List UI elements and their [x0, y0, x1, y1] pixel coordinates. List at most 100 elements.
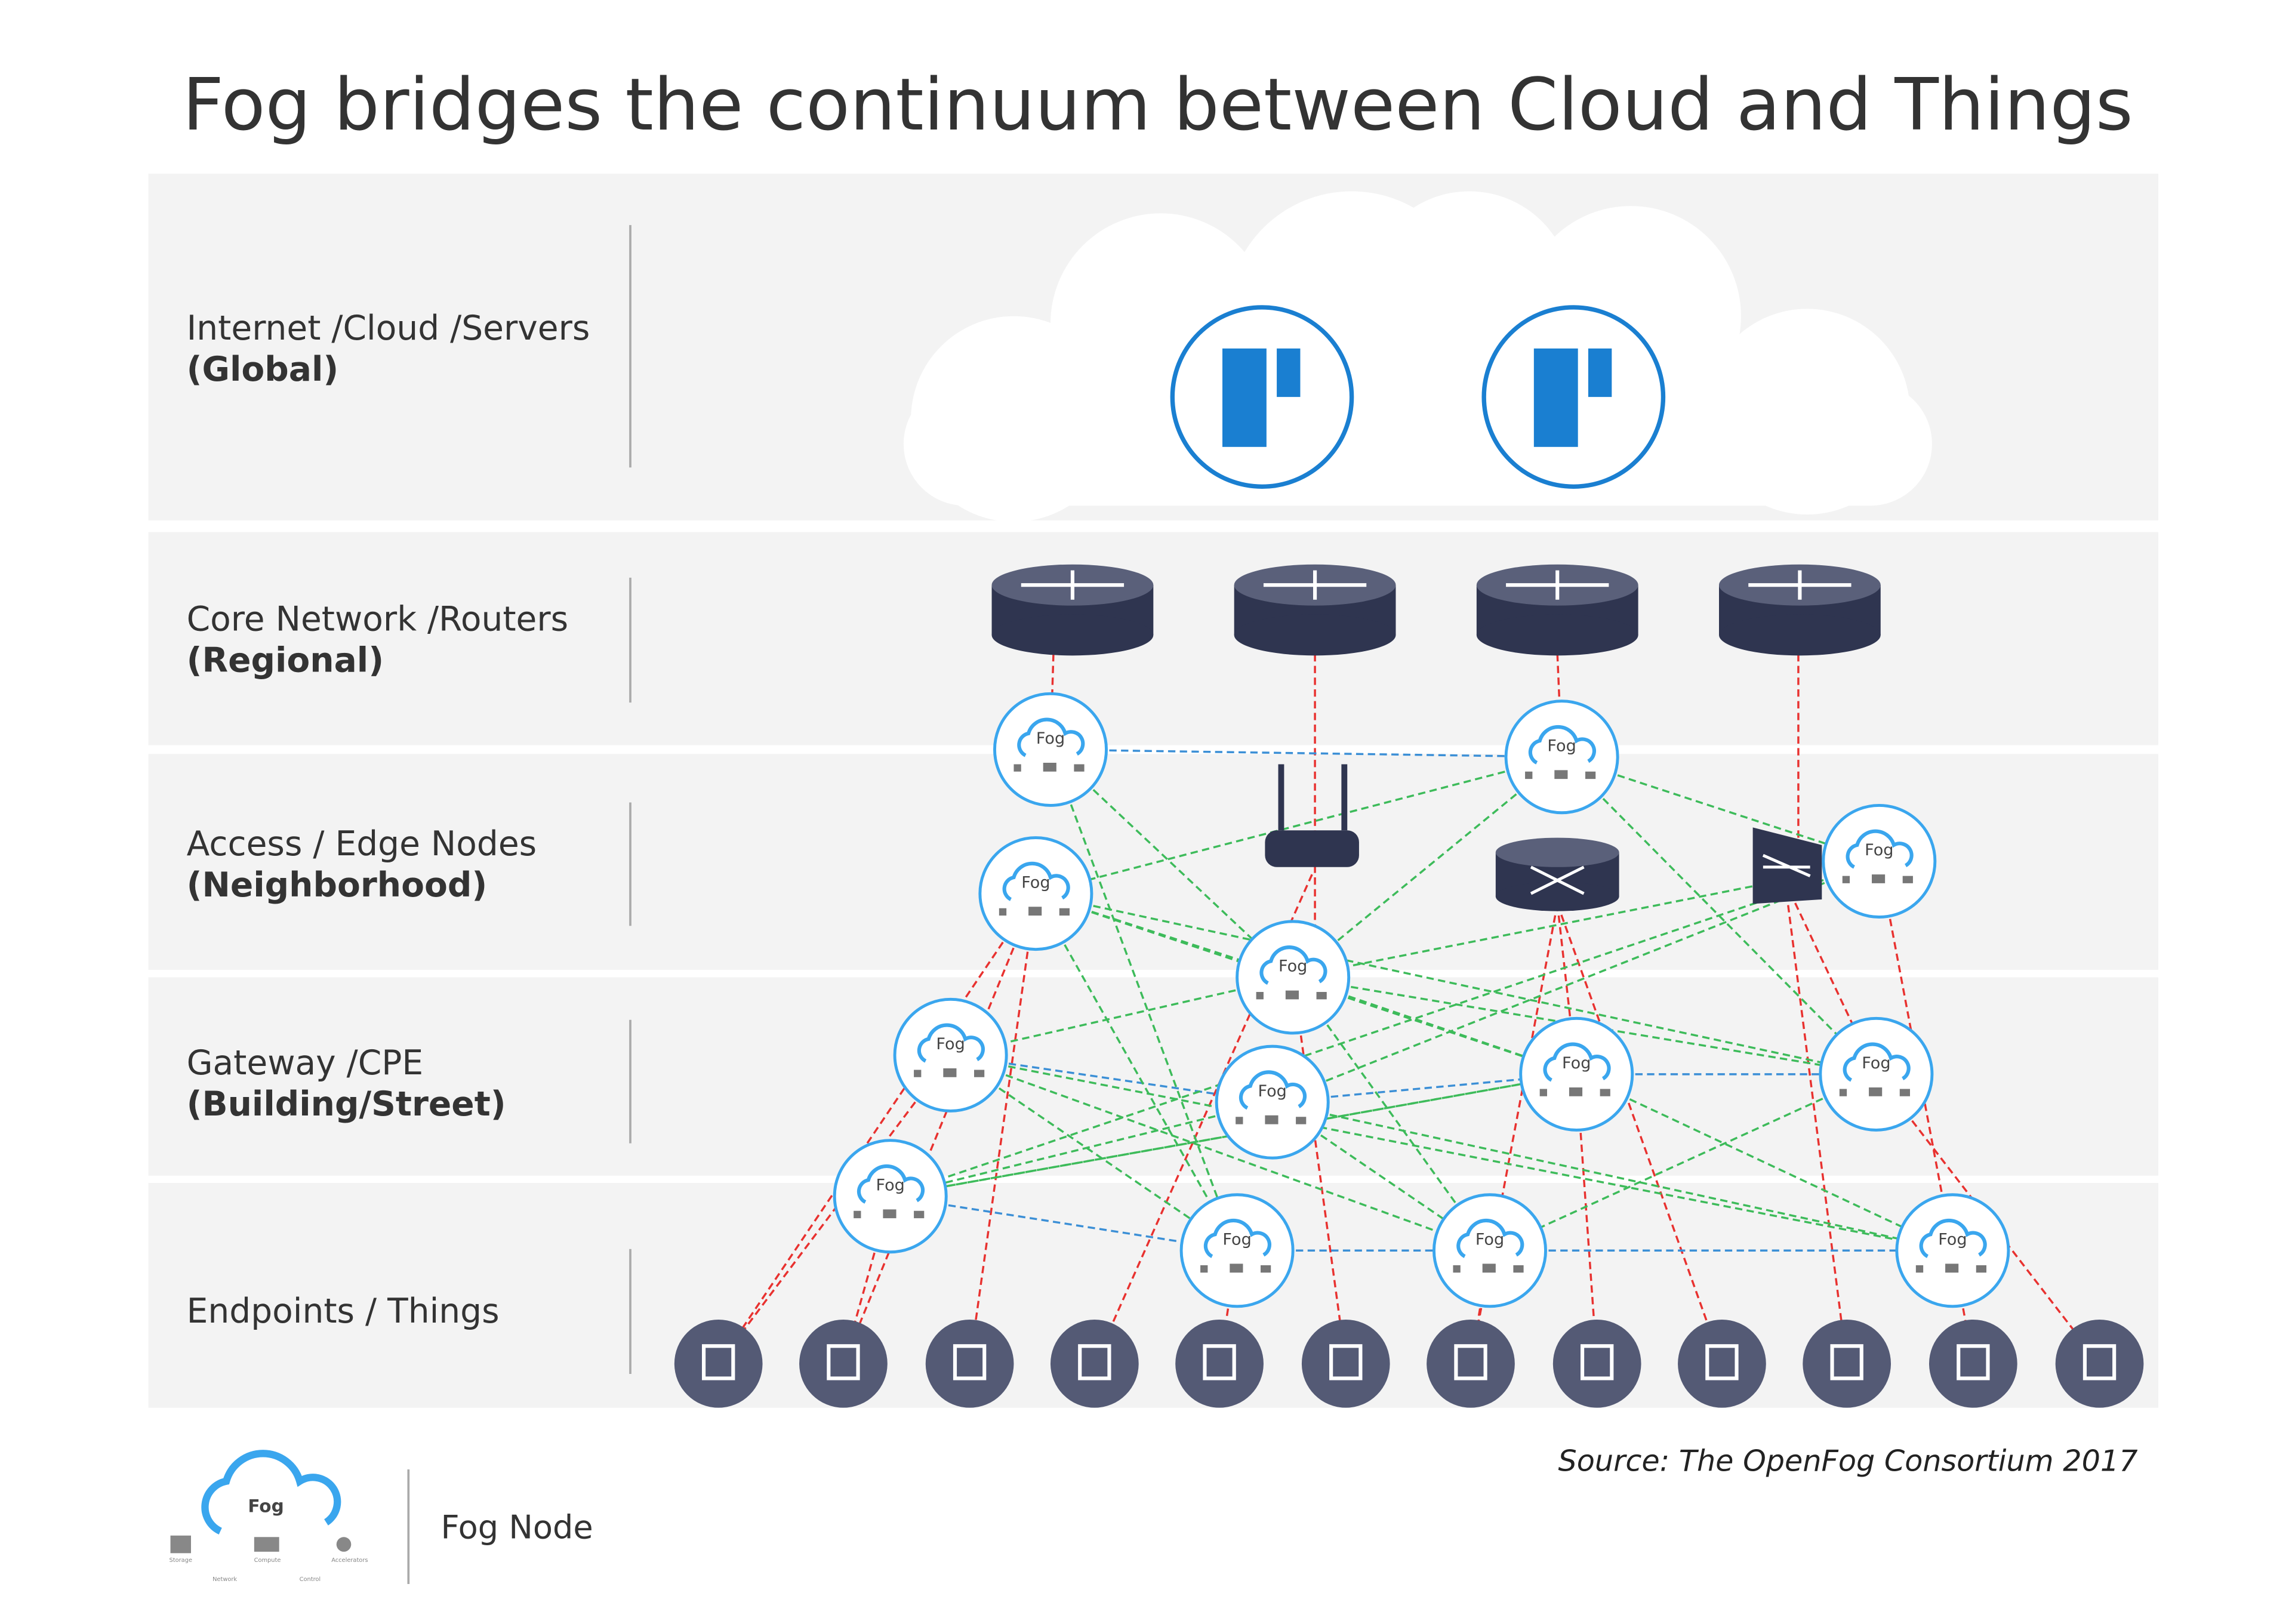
endpoint [1301, 1319, 1390, 1408]
fog-node: Fog [1432, 1193, 1547, 1308]
gauge-icon-glyph [1329, 1344, 1363, 1380]
fog-node-label: Fog [876, 1176, 905, 1194]
cloud-icon [1017, 717, 1085, 757]
source-note: Source: The OpenFog Consortium 2017 [1558, 1443, 2138, 1478]
fog-node-label: Fog [1036, 729, 1065, 748]
router-arrows-icon [1263, 570, 1367, 600]
cloud-icon [1528, 725, 1596, 765]
router [1719, 564, 1881, 656]
security-camera-icon [1552, 1319, 1641, 1408]
endpoint [1929, 1319, 2017, 1408]
fog-node: Fog [833, 1139, 948, 1254]
layer-label-endpoints: Endpoints / Things [187, 1292, 500, 1331]
firewall-arrows-icon [1762, 853, 1811, 877]
fog-node: Fog [1504, 699, 1619, 815]
traffic-light-icon-glyph [1705, 1344, 1739, 1380]
server-icon [1588, 348, 1612, 397]
switch-icon [1495, 882, 1619, 911]
mesh-link [950, 1054, 1953, 1252]
mesh-link [1049, 749, 1239, 1251]
fog-node-label: Fog [1279, 957, 1307, 976]
cloud-icon [1843, 1042, 1911, 1082]
oil-rig-icon-glyph [2082, 1344, 2117, 1380]
fog-node-ring [1215, 1044, 1330, 1160]
connections [717, 654, 2100, 1364]
robot-arm-icon-glyph [1830, 1344, 1863, 1380]
uplink-link [968, 893, 1037, 1364]
router-body [1476, 614, 1638, 656]
crane-icon [1929, 1319, 2017, 1408]
endpoint [1427, 1319, 1515, 1408]
mesh-link [890, 1073, 1577, 1197]
cell-tower-icon [1427, 1319, 1515, 1408]
smartphone-icon [799, 1319, 888, 1408]
fog-capabilities-icon [999, 907, 1070, 916]
fog-node-label: Fog [1938, 1230, 1967, 1249]
endpoint [1175, 1319, 1264, 1408]
traffic-light-icon [1678, 1319, 1766, 1408]
fog-node-label: Fog [1562, 1054, 1591, 1073]
smartphone-icon-glyph [827, 1344, 860, 1380]
fog-node: Fog [993, 692, 1108, 807]
endpoint [799, 1319, 888, 1408]
layer-label-gateway: Gateway /CPE [187, 1043, 424, 1083]
fog-capabilities-icon [1539, 1087, 1610, 1096]
layer-label-access: Access / Edge Nodes [187, 824, 537, 864]
layer-label-cloud: Internet /Cloud /Servers [187, 309, 590, 348]
router-body [1234, 614, 1396, 656]
robot-arm-icon [1803, 1319, 1891, 1408]
layer-scope-gateway: (Building/Street) [187, 1084, 506, 1124]
fog-capabilities-icon [1915, 1264, 1986, 1273]
crane-icon-glyph [1957, 1344, 1990, 1380]
router [991, 564, 1154, 656]
fog-node: Fog [1236, 920, 1351, 1035]
switch-arrows-icon [1530, 865, 1585, 895]
mesh-link [1489, 1073, 1877, 1252]
legend-part-control: Control [300, 1576, 321, 1583]
fog-capabilities-icon [1256, 990, 1327, 1000]
page-title: Fog bridges the continuum between Cloud … [183, 63, 2133, 147]
endpoint [1050, 1319, 1139, 1408]
uplink-link [717, 893, 1037, 1364]
fog-node-ring [833, 1139, 948, 1254]
webcam-icon [1175, 1319, 1264, 1408]
cloud-shape [903, 191, 1932, 522]
legend-part-compute: Compute [254, 1557, 281, 1564]
fog-node-ring [1236, 920, 1351, 1035]
desk-phone-icon [925, 1319, 1014, 1408]
fog-node: Fog [978, 836, 1093, 951]
legend-fog-icon: Fog Storage Network Compute Control Acce… [170, 1450, 368, 1583]
laptop-icon-glyph [702, 1344, 735, 1380]
wireless-router-icon [1265, 830, 1359, 867]
cloud-icon [1456, 1218, 1524, 1258]
fog-node-ring [1179, 1193, 1295, 1308]
fog-node-label: Fog [1862, 1054, 1890, 1073]
uplink-link [842, 893, 1037, 1364]
fog-capabilities-icon [1842, 874, 1913, 883]
gauge-icon [1301, 1319, 1390, 1408]
legend-part-network: Network [212, 1576, 237, 1583]
cloud-icon [1203, 1218, 1271, 1258]
mesh-link [1036, 892, 1877, 1076]
fog-node-label: Fog [1021, 873, 1050, 892]
fog-capabilities-icon [1200, 1264, 1271, 1273]
fog-node: Fog [1819, 1016, 1934, 1132]
laptop-icon [674, 1319, 763, 1408]
mesh-link [1561, 756, 1880, 862]
endpoint [925, 1319, 1014, 1408]
security-camera-icon-glyph [1581, 1344, 1614, 1380]
legend-part-accelerators: Accelerators [331, 1557, 368, 1564]
mesh-link [1272, 1101, 1953, 1252]
uplink-link [1784, 882, 1848, 1364]
mesh-link [890, 1101, 1273, 1197]
fog-capabilities-icon [854, 1209, 925, 1219]
mesh-link [950, 1054, 1238, 1252]
layer-labels: Internet /Cloud /Servers (Global) Core N… [187, 225, 631, 1375]
uplink-link [1292, 977, 1347, 1364]
fog-node-label: Fog [1475, 1230, 1504, 1249]
cloud-icon [917, 1023, 985, 1063]
fog-node: Fog [1895, 1193, 2010, 1308]
fog-capabilities-icon [1839, 1087, 1910, 1096]
mesh-link [1292, 976, 1491, 1252]
